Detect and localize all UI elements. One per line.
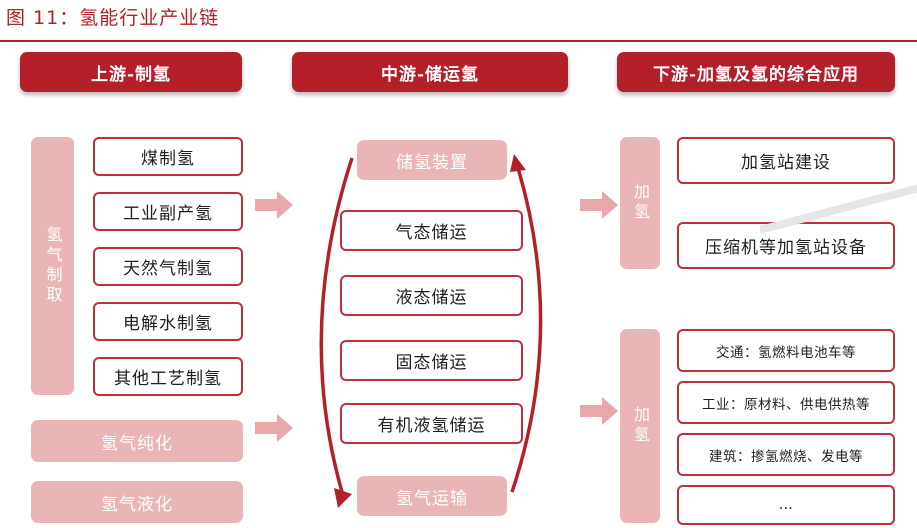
storage-gaseous: 气态储运 [340, 210, 523, 251]
method-industrial-byproduct: 工业副产氢 [93, 192, 243, 231]
refuel-station-equipment: 压缩机等加氢站设备 [677, 222, 895, 269]
title-rule [0, 40, 917, 42]
method-coal: 煤制氢 [93, 137, 243, 176]
hydrogen-liquefaction: 氢气液化 [31, 481, 243, 523]
application-label: 加氢 [620, 329, 660, 523]
arrow-right-icon [580, 397, 618, 425]
refuel-station-construction: 加氢站建设 [677, 137, 895, 184]
method-natural-gas: 天然气制氢 [93, 247, 243, 286]
midstream-header: 中游-储运氢 [292, 52, 568, 92]
arrow-right-icon [580, 191, 618, 219]
method-other: 其他工艺制氢 [93, 357, 243, 396]
application-transport: 交通：氢燃料电池车等 [677, 329, 895, 372]
storage-liquid: 液态储运 [340, 275, 523, 316]
arrow-right-icon [255, 414, 293, 442]
method-electrolysis: 电解水制氢 [93, 302, 243, 341]
figure-title: 图 11：氢能行业产业链 [6, 7, 220, 29]
upstream-header: 上游-制氢 [20, 52, 242, 92]
cycle-arrows [319, 154, 543, 508]
storage-solid: 固态储运 [340, 340, 523, 381]
hydrogen-production-label: 氢气制取 [31, 137, 74, 395]
hydrogen-transport: 氢气运输 [357, 476, 507, 516]
application-industry: 工业：原材料、供电供热等 [677, 381, 895, 424]
arrow-right-icon [255, 191, 293, 219]
downstream-header: 下游-加氢及氢的综合应用 [617, 52, 895, 92]
storage-organic-liquid: 有机液氢储运 [340, 403, 523, 444]
arrow-up-icon [510, 154, 526, 172]
watermark [760, 184, 917, 234]
storage-device: 储氢装置 [357, 140, 507, 180]
application-more: ... [677, 485, 895, 525]
refueling-label: 加氢 [620, 137, 660, 269]
hydrogen-purification: 氢气纯化 [31, 420, 243, 462]
arrow-down-icon [334, 488, 352, 508]
application-building: 建筑：掺氢燃烧、发电等 [677, 433, 895, 476]
